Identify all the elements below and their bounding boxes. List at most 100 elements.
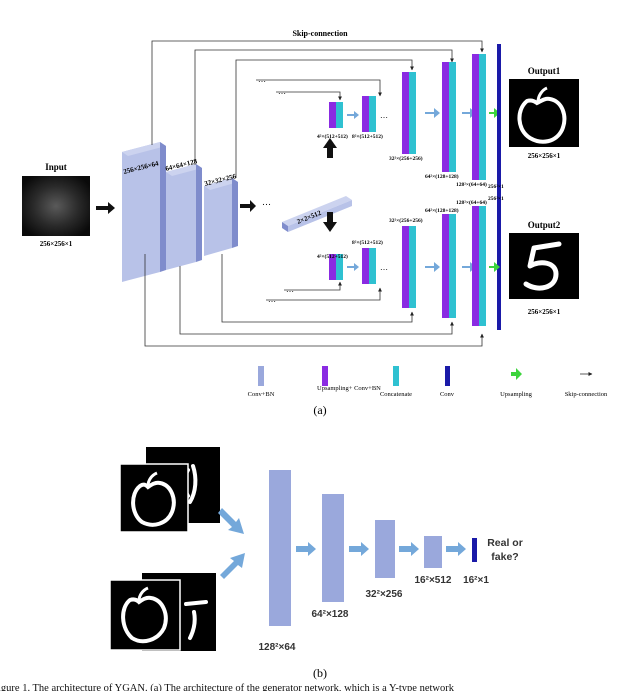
output1-image	[509, 79, 579, 147]
panel-b: 128²×64 64²×128 32²×256 16²×512 16²×1 Re…	[109, 447, 523, 680]
decoder-bottom: …	[329, 206, 500, 326]
bottom-dim-32: 32²×(256+256)	[389, 217, 423, 224]
legend-label-conv-bn: Conv+BN	[248, 391, 275, 398]
skip-dots-top-2: …	[278, 87, 286, 96]
skip-lines-bottom	[144, 254, 484, 347]
legend-swatch-upsampling-conv-bn	[322, 366, 328, 386]
disc-dim-2: 64²×128	[312, 609, 349, 620]
encoder-block-2	[166, 164, 202, 270]
legend-label-upsampling: Upsampling	[500, 391, 533, 398]
top-up-4	[329, 102, 336, 128]
decoder-top: …	[329, 54, 500, 180]
input-title: Input	[45, 162, 67, 172]
disc-arrow-3	[399, 542, 419, 556]
skip-dots-top-1: …	[258, 75, 266, 84]
top-up-128	[472, 54, 479, 180]
top-cat-4	[336, 102, 343, 128]
output1-title: Output1	[528, 66, 561, 76]
top-dim-128: 128²×(64+64)	[456, 181, 487, 188]
disc-block-1	[269, 470, 291, 626]
legend-label-upsampling-conv-bn: Upsampling+ Conv+BN	[317, 385, 381, 392]
top-up-8	[362, 96, 369, 132]
top-cat-8	[369, 96, 376, 132]
bottom-up-128	[472, 206, 479, 326]
arrow-input-encoder	[96, 202, 115, 214]
panel-a-caption: (a)	[313, 403, 326, 417]
bottom-dim-4: 4²×(512+512)	[317, 253, 348, 260]
skip-connection-label: Skip-connection	[292, 29, 348, 38]
input-dim: 256×256×1	[40, 240, 73, 248]
arrow-bottom-into-disc	[220, 553, 245, 579]
output1-dim: 256×256×1	[528, 152, 561, 160]
result-line-1: Real or	[487, 537, 523, 549]
arrow-top-into-disc	[218, 508, 244, 534]
top-arrow-4-8	[347, 111, 359, 119]
legend-label-skip: Skip-connection	[565, 391, 608, 398]
legend-label-concatenate: Concatenate	[380, 391, 412, 398]
top-arrow-32-64	[425, 108, 440, 118]
disc-dim-4: 16²×512	[415, 575, 452, 586]
top-cat-32	[409, 72, 416, 154]
top-cat-64	[449, 62, 456, 172]
encoder-block-1	[122, 142, 166, 282]
bottom-cat-128	[479, 206, 486, 326]
bottom-arrow-32-64	[425, 262, 440, 272]
legend: Conv+BN Upsampling+ Conv+BN Concatenate …	[248, 366, 608, 398]
bottom-up-arrow-green	[489, 262, 500, 272]
top-dim-4: 4²×(512+512)	[317, 133, 348, 140]
legend-swatch-conv-bn	[258, 366, 264, 386]
arrow-branch-up	[323, 138, 337, 158]
encoder-block-3	[204, 178, 238, 256]
top-up-64	[442, 62, 449, 172]
panel-a: Skip-connection Input 256×256×1 256×256×…	[0, 0, 640, 417]
bottom-dots: …	[380, 263, 388, 272]
skip-dots-bottom-2: …	[286, 285, 294, 294]
output2-image	[509, 233, 579, 299]
input-pair-bottom	[109, 573, 216, 651]
disc-dim-1: 128²×64	[259, 642, 296, 653]
disc-block-2	[322, 494, 344, 602]
bottom-cat-8	[369, 248, 376, 284]
skip-dots-bottom-1: …	[268, 295, 276, 304]
bottom-up-8	[362, 248, 369, 284]
disc-dim-3: 32²×256	[366, 589, 403, 600]
disc-block-5	[472, 538, 477, 562]
bottom-dim-128: 128²×(64+64)	[456, 199, 487, 206]
bottom-up-64	[442, 214, 449, 318]
figure-caption: igure 1. The architecture of YGAN. (a) T…	[0, 683, 455, 691]
input-pair-top	[119, 447, 220, 533]
legend-swatch-concatenate	[393, 366, 399, 386]
top-up-arrow-green	[489, 108, 500, 118]
bottom-dim-256: 256²×1	[488, 196, 504, 202]
bottom-dim-64: 64²×(128+128)	[425, 207, 459, 214]
encoder-dots: …	[262, 197, 271, 207]
disc-block-3	[375, 520, 395, 578]
arrow-branch-down	[323, 212, 337, 232]
disc-block-4	[424, 536, 442, 568]
bottom-dim-8: 8²×(512+512)	[352, 239, 383, 246]
top-up-32	[402, 72, 409, 154]
legend-label-conv: Conv	[440, 391, 455, 398]
output2-title: Output2	[528, 220, 561, 230]
input-image	[22, 176, 90, 236]
bottom-up-32	[402, 226, 409, 308]
result-line-2: fake?	[491, 551, 518, 563]
legend-swatch-conv	[445, 366, 450, 386]
top-dim-64: 64²×(128+128)	[425, 173, 459, 180]
bottom-arrow-4-8	[347, 263, 359, 271]
bottom-cat-64	[449, 214, 456, 318]
output2-dim: 256×256×1	[528, 308, 561, 316]
top-dim-256: 256²×1	[488, 184, 504, 190]
skip-lines-top	[151, 40, 484, 178]
top-dots: …	[380, 111, 388, 120]
top-dim-32: 32²×(256+256)	[389, 155, 423, 162]
top-cat-128	[479, 54, 486, 180]
arrow-encoder-dots	[240, 200, 256, 212]
legend-swatch-upsampling	[511, 368, 522, 380]
disc-arrow-4	[446, 542, 466, 556]
bottleneck-block	[282, 196, 352, 232]
top-dim-8: 8²×(512+512)	[352, 133, 383, 140]
bottom-up-4	[329, 254, 336, 280]
panel-a-background	[0, 0, 640, 400]
disc-dim-5: 16²×1	[463, 575, 489, 586]
